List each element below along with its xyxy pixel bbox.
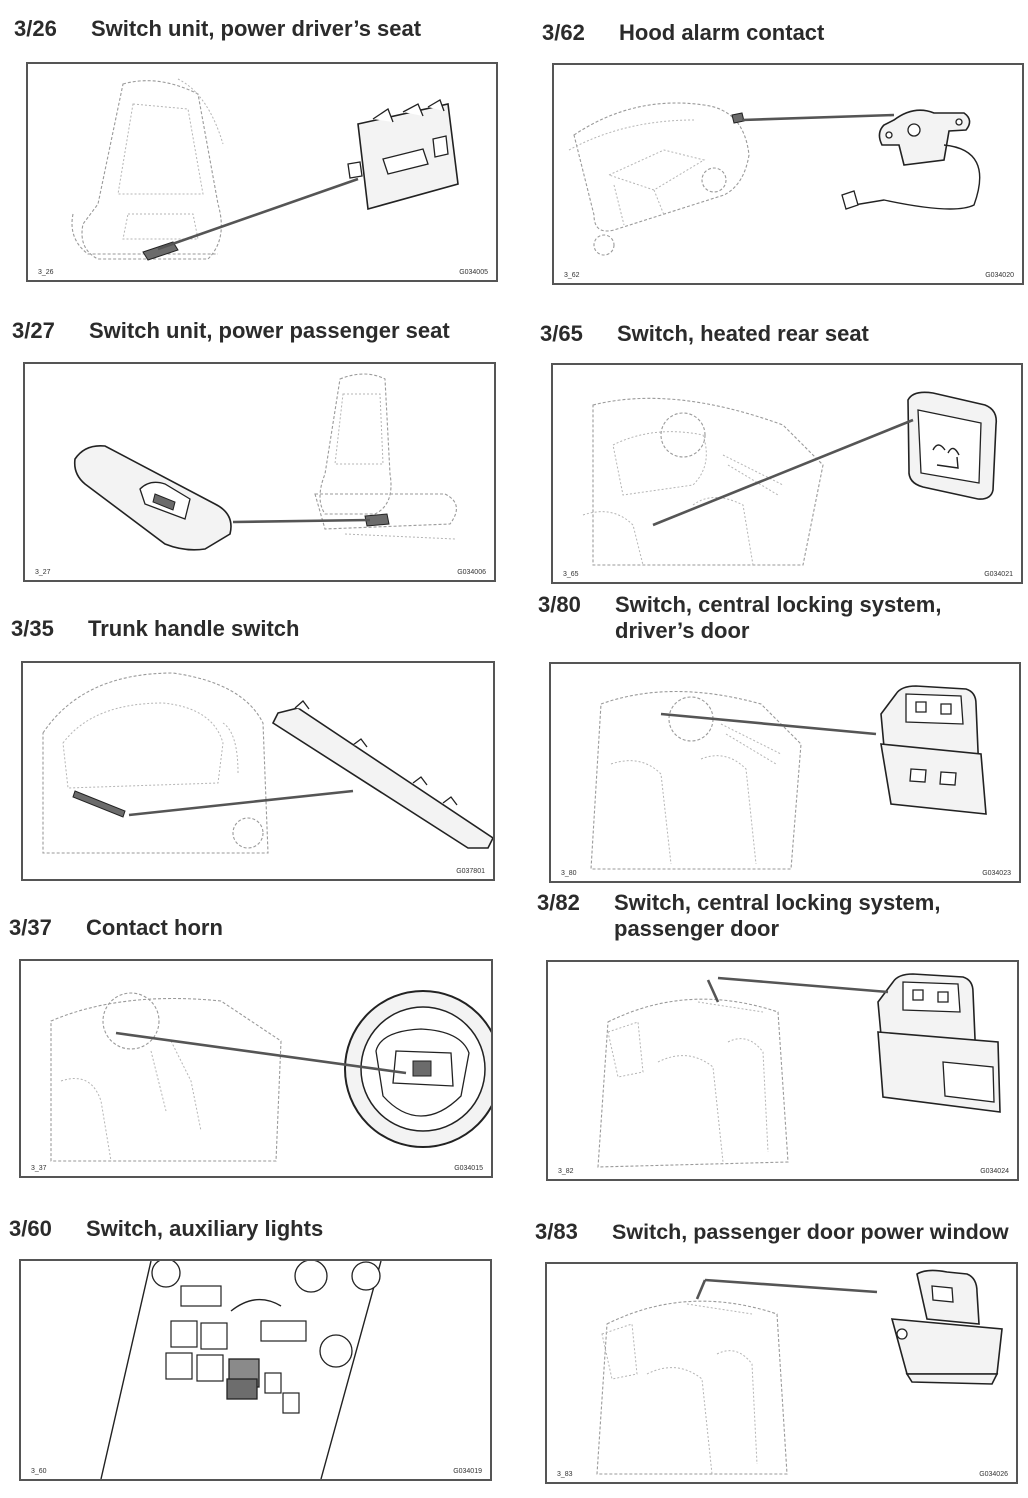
panel-title: Switch, central locking system, passenge… [614,890,941,941]
panel-title: Switch, heated rear seat [617,321,869,346]
panel-code: 3/27 [12,318,55,343]
panel-title: Switch unit, power passenger seat [89,318,450,343]
figure-id: 3_37 [31,1165,47,1172]
driver-door-lock-switch-illustration [590,685,987,870]
panel-code: 3/37 [9,915,52,940]
illustration-frame: 3_37 G034015 [19,959,493,1178]
illustration-frame: 3_26 G034005 [26,62,498,282]
horn-contact-illustration [50,990,491,1162]
passenger-door-lock-switch-illustration [597,973,1001,1168]
figure-id: 3_82 [558,1168,574,1175]
panel-code: 3/83 [535,1219,578,1244]
auxiliary-lights-switch-illustration [100,1261,382,1479]
panel-code: 3/65 [540,321,583,346]
figure-ref: G034020 [985,272,1014,279]
figure-ref: G034015 [454,1165,483,1172]
illustration-frame: 3_82 G034024 [546,960,1019,1181]
hood-contact-illustration [568,102,981,256]
panel-code: 3/80 [538,592,581,617]
figure-id: 3_80 [561,870,577,877]
figure-ref: G034024 [980,1168,1009,1175]
figure-ref: G034021 [984,571,1013,578]
panel-heading: 3/80 Switch, central locking system, dri… [538,592,941,643]
panel-title: Switch unit, power driver’s seat [91,16,422,41]
figure-ref: G034006 [457,569,486,576]
panel-code: 3/60 [9,1216,52,1241]
panel-heading: 3/65 Switch, heated rear seat [540,321,869,347]
panel-title: Switch, auxiliary lights [86,1216,324,1241]
panel-title: Switch, central locking system, driver’s… [615,592,942,643]
figure-ref: G037801 [456,868,485,875]
illustration-frame: 3_80 G034023 [549,662,1021,883]
panel-heading: 3/60 Switch, auxiliary lights [9,1216,323,1242]
figure-ref: G034019 [453,1468,482,1475]
panel-title: Switch, passenger door power window [612,1220,1009,1244]
figure-id: 3_62 [564,272,580,279]
panel-heading: 3/35 Trunk handle switch [11,616,299,642]
panel-title: Trunk handle switch [88,616,300,641]
panel-heading: 3/37 Contact horn [9,915,223,941]
illustration-frame: 3_60 G034019 [19,1259,492,1481]
figure-id: 3_27 [35,569,51,576]
panel-title: Hood alarm contact [619,20,825,45]
illustration-frame: G037801 [21,661,495,881]
panel-heading: 3/82 Switch, central locking system, pas… [537,890,940,941]
panel-code: 3/62 [542,20,585,45]
power-window-switch-illustration [596,1269,1003,1475]
panel-heading: 3/83 Switch, passenger door power window [535,1219,1009,1245]
panel-code: 3/35 [11,616,54,641]
figure-id: 3_65 [563,571,579,578]
panel-title: Contact horn [86,915,223,940]
figure-id: 3_26 [38,269,54,276]
heated-seat-switch-illustration [582,391,998,566]
trunk-handle-illustration [42,672,493,854]
figure-ref: G034023 [982,870,1011,877]
illustration-frame: 3_27 G034006 [23,362,496,582]
illustration-frame: 3_83 G034026 [545,1262,1018,1484]
panel-code: 3/26 [14,16,57,41]
panel-heading: 3/27 Switch unit, power passenger seat [12,318,450,344]
passenger-seat-switch-illustration [73,373,457,551]
figure-id: 3_60 [31,1468,47,1475]
panel-heading: 3/62 Hood alarm contact [542,20,824,46]
panel-heading: 3/26 Switch unit, power driver’s seat [14,16,421,42]
figure-id: 3_83 [557,1471,573,1478]
illustration-frame: 3_65 G034021 [551,363,1023,584]
panel-code: 3/82 [537,890,580,915]
illustration-frame: 3_62 G034020 [552,63,1024,285]
seat-switch-illustration [71,78,459,261]
figure-ref: G034005 [459,269,488,276]
figure-ref: G034026 [979,1471,1008,1478]
